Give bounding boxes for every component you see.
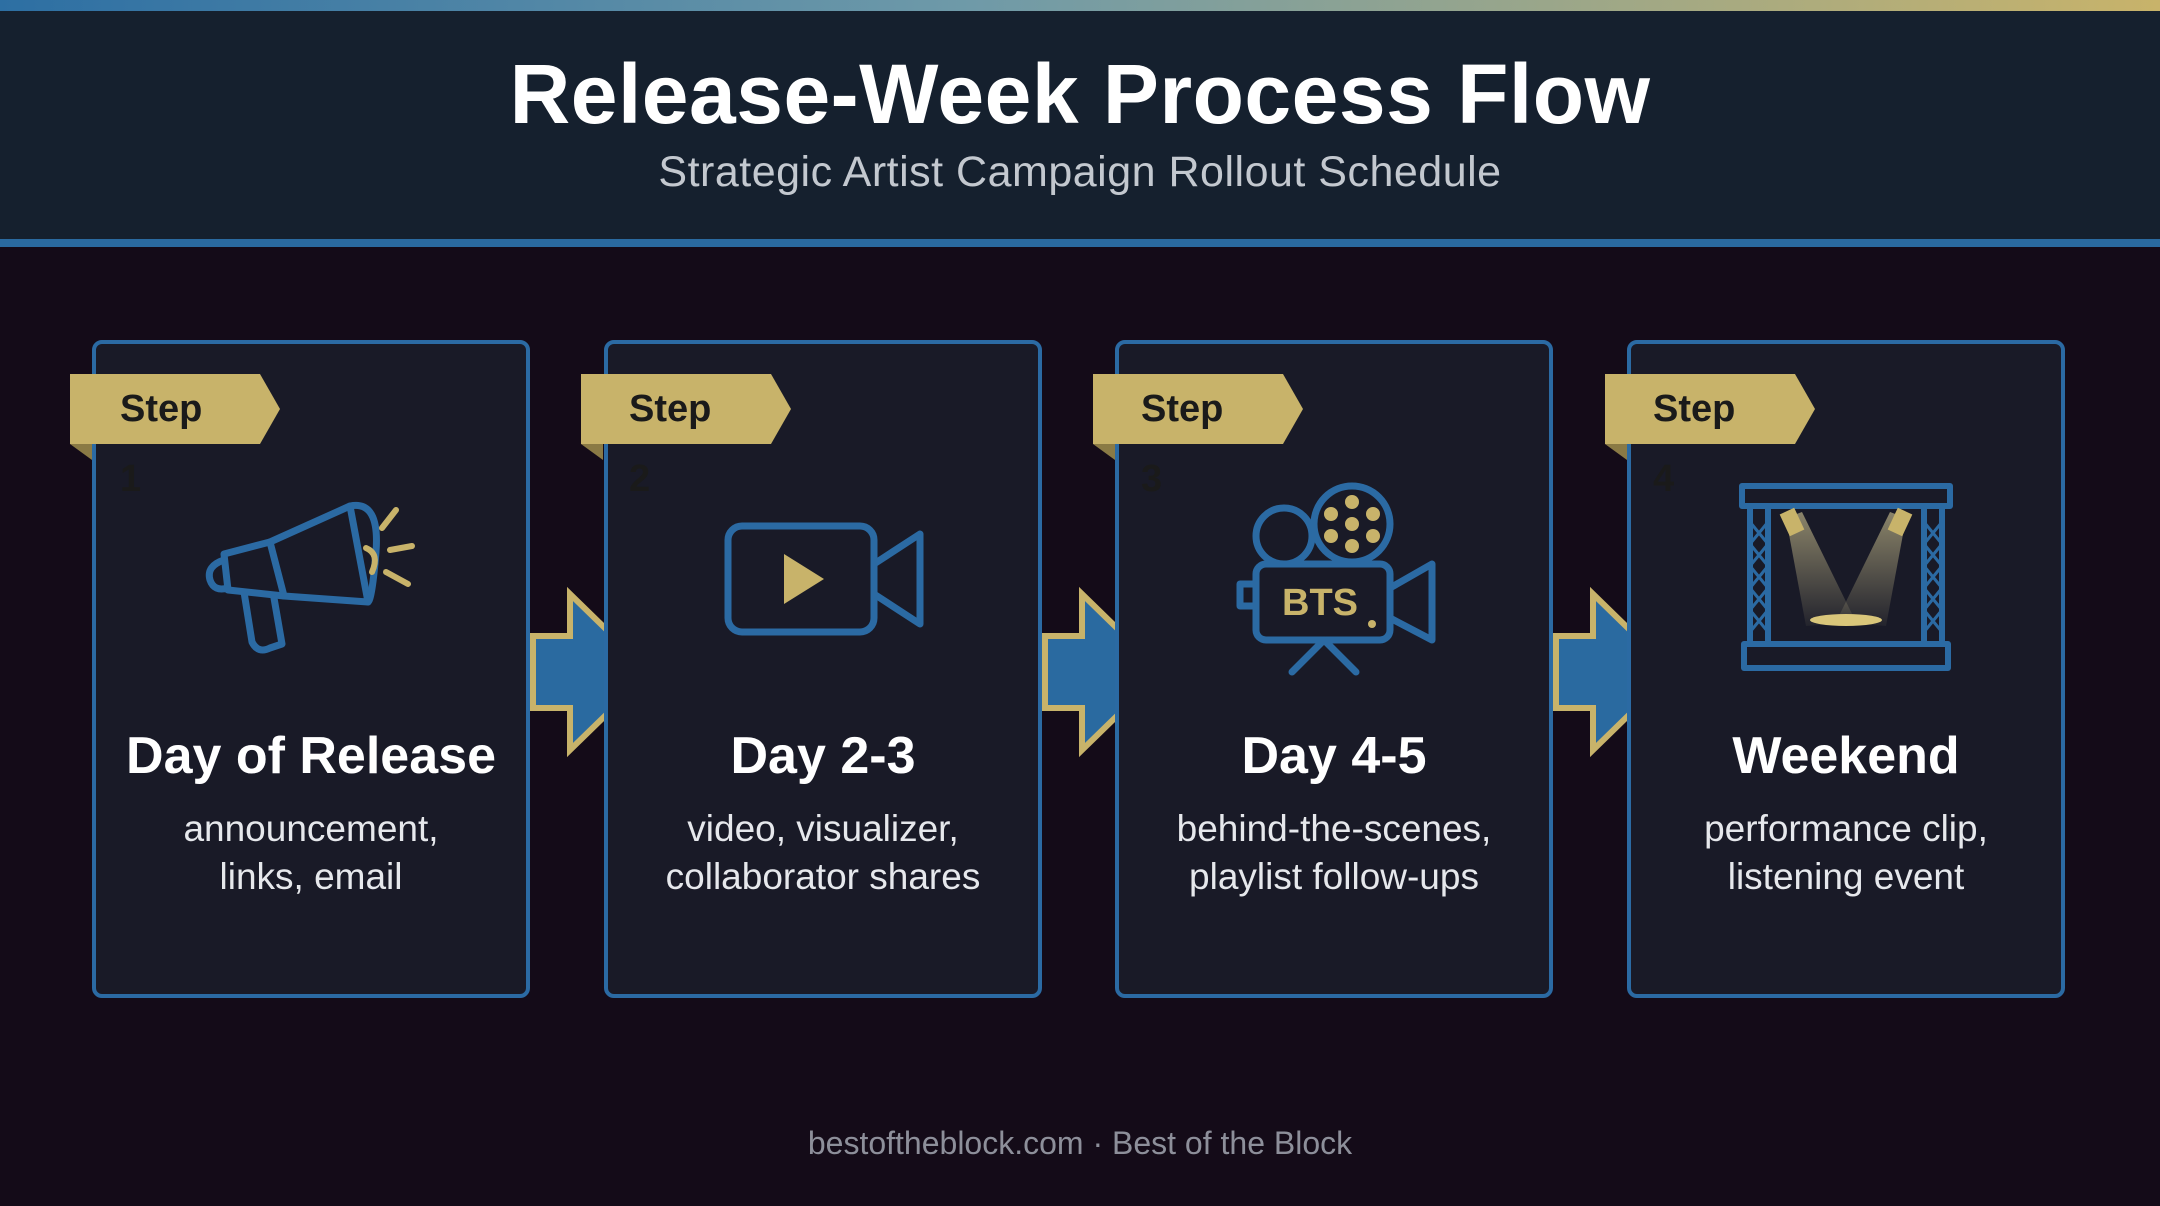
video-camera-icon <box>722 520 926 643</box>
step-description-line: listening event <box>1727 856 1965 897</box>
page-subtitle: Strategic Artist Campaign Rollout Schedu… <box>658 148 1502 196</box>
step-title: Day 2-3 <box>730 727 916 785</box>
step-label: Step 4 <box>1653 388 1736 500</box>
step-description-line: links, email <box>219 856 403 897</box>
step-description-line: announcement, <box>183 808 439 849</box>
step-description-line: behind-the-scenes, <box>1176 808 1492 849</box>
step-description-line: video, visualizer, <box>687 808 959 849</box>
step-card-2 <box>604 340 1042 998</box>
step-description: performance clip, listening event <box>1627 805 2065 901</box>
top-accent-line <box>0 0 2160 11</box>
step-title: Day 4-5 <box>1241 727 1427 785</box>
step-description: video, visualizer, collaborator shares <box>604 805 1042 901</box>
step-card-1 <box>92 340 530 998</box>
step-description-line: playlist follow-ups <box>1189 856 1479 897</box>
step-description-line: performance clip, <box>1704 808 1988 849</box>
step-label: Step 1 <box>120 388 203 500</box>
film-camera-icon: BTS <box>1236 482 1436 683</box>
footer-credit: bestoftheblock.com · Best of the Block <box>807 1125 1353 1161</box>
megaphone-icon <box>200 488 430 673</box>
step-title: Day of Release <box>126 727 496 785</box>
step-title: Weekend <box>1732 727 1960 785</box>
bts-text: BTS <box>1282 582 1358 624</box>
header-band <box>0 11 2160 241</box>
page-title: Release-Week Process Flow <box>509 47 1651 141</box>
step-description: announcement, links, email <box>92 805 530 901</box>
header-divider <box>0 239 2160 247</box>
step-label: Step 3 <box>1141 388 1224 500</box>
step-card-3 <box>1115 340 1553 998</box>
stage-spotlight-icon <box>1736 482 1956 679</box>
step-label: Step 2 <box>629 388 712 500</box>
step-description-line: collaborator shares <box>665 856 981 897</box>
step-description: behind-the-scenes, playlist follow-ups <box>1115 805 1553 901</box>
